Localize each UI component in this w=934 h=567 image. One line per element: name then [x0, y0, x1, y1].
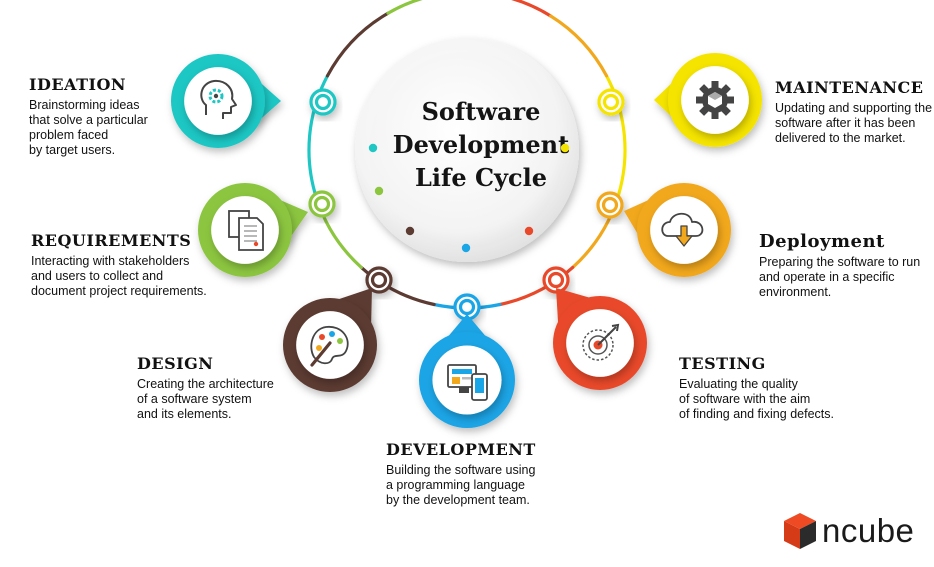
stage-pin-requirements	[198, 183, 308, 277]
center-dot	[524, 226, 534, 236]
ring-segment	[549, 14, 609, 78]
ring-node-requirements	[308, 190, 336, 218]
brand-logo: ncube	[782, 510, 932, 552]
center-title-line: Development	[393, 130, 569, 159]
devices-icon	[447, 364, 488, 401]
center-dot	[374, 186, 384, 196]
ring-node-testing	[542, 266, 570, 294]
center-dot	[368, 143, 378, 153]
stage-pin-deployment	[624, 183, 731, 277]
target-icon	[582, 323, 620, 361]
stage-pins	[171, 53, 762, 428]
brain-gear-icon	[200, 79, 237, 119]
lifecycle-ring	[307, 0, 627, 321]
ring-node-ideation	[309, 88, 337, 116]
palette-icon	[310, 326, 349, 367]
center-inner-disc	[369, 52, 565, 248]
gear-icon	[696, 81, 734, 119]
ring-node-development	[453, 293, 481, 321]
stage-title: REQUIREMENTS	[31, 231, 192, 250]
ring-node-maintenance	[597, 88, 625, 116]
stage-title: DESIGN	[137, 354, 214, 373]
center-title-line: Software	[422, 97, 541, 126]
stage-title: TESTING	[679, 354, 766, 373]
cloud-download-icon	[661, 212, 704, 247]
stage-title: MAINTENANCE	[775, 78, 924, 97]
ring-segment	[510, 0, 553, 18]
ring-node-deployment	[596, 191, 624, 219]
center-dot	[560, 143, 570, 153]
stage-pin-testing	[553, 288, 647, 390]
stage-label-requirements: REQUIREMENTS Interacting with stakeholde…	[31, 232, 261, 299]
cube-logo-icon	[784, 513, 816, 549]
stage-pin-development	[419, 314, 515, 428]
ring-segment	[386, 0, 423, 15]
stage-pin-ideation	[171, 54, 281, 148]
brand-name: ncube	[822, 512, 915, 549]
stage-label-deployment: Deployment Preparing the software to run…	[759, 233, 931, 300]
center-dot	[461, 243, 471, 253]
stage-title: IDEATION	[29, 75, 127, 94]
ring-segment	[325, 11, 390, 78]
stage-pin-design	[283, 288, 377, 392]
documents-icon	[228, 210, 264, 251]
ring-segment	[498, 265, 575, 307]
center-title-line: Life Cycle	[415, 163, 547, 192]
stage-title: Deployment	[759, 231, 885, 252]
stage-pin-maintenance	[654, 53, 762, 147]
center-dot	[405, 226, 415, 236]
stage-title: DEVELOPMENT	[386, 440, 536, 459]
ring-node-design	[365, 266, 393, 294]
ring-segment	[359, 265, 436, 307]
